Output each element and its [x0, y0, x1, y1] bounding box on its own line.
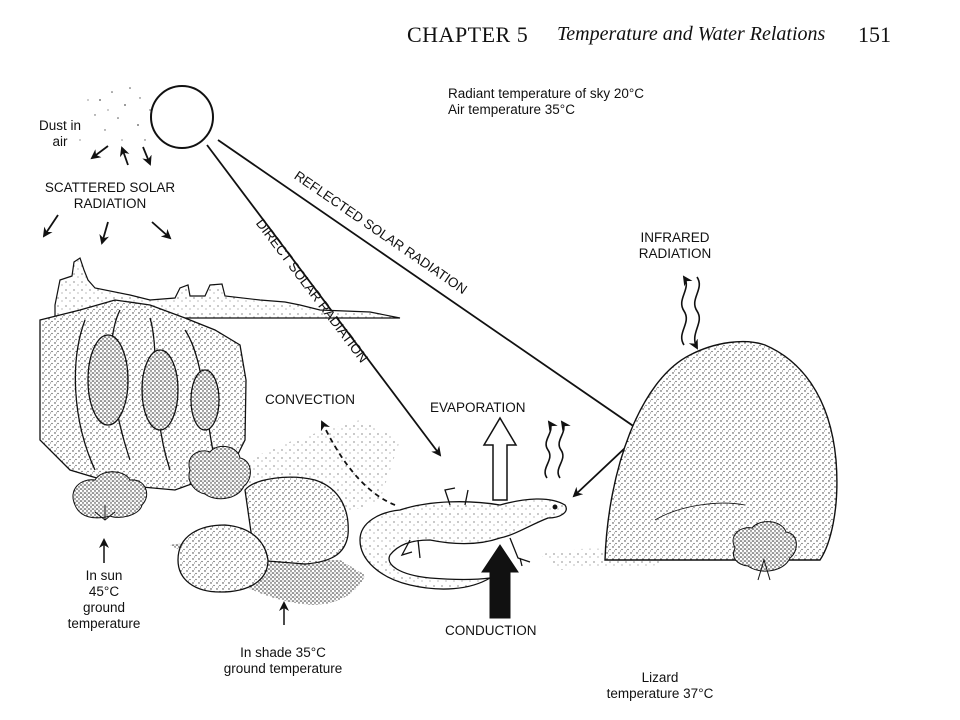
shrub-right-icon — [732, 521, 797, 581]
infrared-radiation-arrows — [680, 275, 701, 350]
sun-ground-temperature-label: In sun 45°C ground temperature — [54, 568, 154, 632]
shade-ground-line-2: ground temperature — [223, 661, 343, 676]
infrared-line-1: INFRARED — [640, 230, 710, 245]
rock-formation-left — [39, 299, 247, 491]
conduction-arrow — [481, 544, 519, 619]
sky-line-2: Air temperature 35°C — [448, 102, 575, 117]
sky-temperature-label: Radiant temperature of sky 20°C Air temp… — [448, 86, 644, 118]
conduction-label: CONDUCTION — [445, 623, 537, 638]
sun-icon — [150, 85, 214, 149]
scattered-line-2: RADIATION — [73, 196, 147, 211]
shade-boulders — [177, 476, 349, 593]
shade-ground-temperature-label: In shade 35°C ground temperature — [198, 645, 368, 677]
sky-line-1: Radiant temperature of sky 20°C — [448, 86, 644, 101]
shrub-sun-icon — [72, 471, 148, 521]
dust-label: Dust in air — [30, 118, 90, 150]
dust-particles — [79, 87, 151, 141]
lizard-line-1: Lizard — [641, 670, 679, 685]
sun-ground-line-1: In sun — [85, 568, 123, 583]
evaporation-label: EVAPORATION — [430, 400, 526, 415]
infrared-radiation-label: INFRARED RADIATION — [620, 230, 730, 262]
scattered-line-1: SCATTERED SOLAR — [44, 180, 176, 195]
dust-line-2: air — [52, 134, 68, 149]
shrub-middle-icon — [188, 445, 251, 500]
sun-ground-line-2: 45°C — [88, 584, 120, 599]
evaporation-arrow — [482, 416, 518, 501]
convection-arrow — [320, 420, 396, 506]
direct-radiation-arrow — [206, 144, 442, 457]
distant-mesa — [54, 257, 401, 319]
sun-ground-line-3: ground — [82, 600, 126, 615]
boulder-right — [604, 340, 838, 561]
page-number: 151 — [858, 22, 891, 47]
shade-ground-line-1: In shade 35°C — [240, 645, 326, 660]
chapter-title: Temperature and Water Relations — [557, 23, 826, 45]
sun-ground-line-4: temperature — [67, 616, 141, 631]
lizard-line-2: temperature 37°C — [606, 686, 714, 701]
infrared-from-lizard-arrows — [544, 420, 571, 479]
dust-line-1: Dust in — [38, 118, 82, 133]
scattered-arrows — [42, 145, 172, 245]
lizard-icon — [359, 487, 567, 590]
convection-label: CONVECTION — [265, 392, 356, 407]
infrared-line-2: RADIATION — [638, 246, 712, 261]
lizard-temperature-label: Lizard temperature 37°C — [590, 670, 730, 702]
scattered-radiation-label: SCATTERED SOLAR RADIATION — [30, 180, 190, 212]
chapter-label: CHAPTER 5 — [407, 22, 529, 47]
